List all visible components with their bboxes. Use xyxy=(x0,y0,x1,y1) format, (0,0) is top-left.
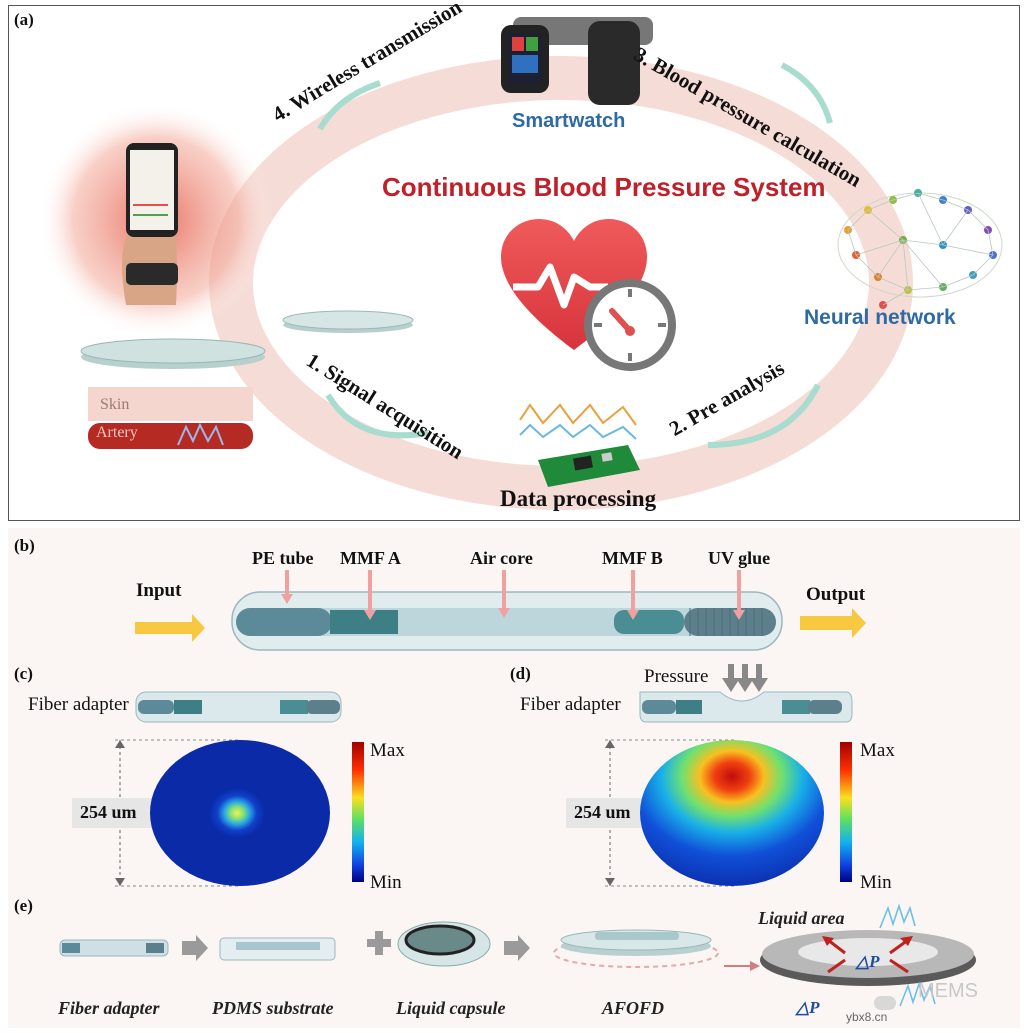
plus-icon xyxy=(367,931,391,955)
max-c-label: Max xyxy=(370,740,405,761)
pressure-label: Pressure xyxy=(644,666,709,687)
e-step-capsule: Liquid capsule xyxy=(396,998,506,1018)
wechat-icon xyxy=(874,996,896,1010)
cycle-arrow-3 xyxy=(780,62,833,124)
watermark-brand: MEMS xyxy=(918,980,978,1002)
neural-network-icon xyxy=(837,189,1003,309)
cycle-arrow-4 xyxy=(317,80,381,131)
smartwatch-label: Smartwatch xyxy=(512,110,626,132)
pressure-arrows xyxy=(722,664,768,692)
panel-a-label: (a) xyxy=(14,10,34,29)
mmf-a-label: MMF A xyxy=(340,548,401,568)
panel-c-label: (c) xyxy=(14,664,33,683)
fiber-adapter-d-label: Fiber adapter xyxy=(520,694,621,715)
data-processing-label: Data processing xyxy=(500,486,657,511)
size-box-d xyxy=(566,798,646,828)
panel-d-label: (d) xyxy=(510,664,531,683)
mmf-b xyxy=(614,610,684,634)
delta-p-bottom: △P xyxy=(796,998,820,1017)
delta-p-center: △P xyxy=(856,952,880,971)
min-c-label: Min xyxy=(370,872,402,893)
colorbar-c xyxy=(352,742,364,882)
fiber-adapter-d xyxy=(639,691,853,723)
fiber-adapter-c-label: Fiber adapter xyxy=(28,694,129,715)
cycle-arrow-1 xyxy=(325,393,429,439)
input-label: Input xyxy=(136,580,182,601)
size-c-label: 254 um xyxy=(80,802,137,822)
neural-network-label: Neural network xyxy=(804,306,956,329)
colorbar-d xyxy=(840,742,852,882)
mmf-a xyxy=(330,610,398,634)
air-core-label: Air core xyxy=(470,548,533,568)
cycle-arrow-2 xyxy=(707,383,821,448)
e-step-fiber-adapter: Fiber adapter xyxy=(58,998,160,1018)
panel-a-graphics xyxy=(38,17,1003,510)
uv-glue-label: UV glue xyxy=(708,548,771,568)
panels-bcde-graphics xyxy=(59,570,976,1007)
mode-field-d xyxy=(640,740,824,886)
wristband-icon xyxy=(126,263,178,285)
panel-b-label: (b) xyxy=(14,536,35,555)
waveform-blue xyxy=(519,423,637,440)
input-arrow xyxy=(135,614,205,642)
gauge-icon xyxy=(584,279,676,371)
output-arrow xyxy=(800,608,866,638)
mmf-b-label: MMF B xyxy=(602,548,663,568)
max-d-label: Max xyxy=(860,740,895,761)
panel-a xyxy=(8,5,1020,521)
waveform-orange xyxy=(519,403,637,426)
pe-tube-label: PE tube xyxy=(252,548,314,568)
artery-label: Artery xyxy=(96,424,138,441)
output-label: Output xyxy=(806,584,866,605)
e-step-afofd: AFOFD xyxy=(602,998,665,1018)
min-d-label: Min xyxy=(860,872,892,893)
fiber-adapter-c xyxy=(135,691,342,723)
skin-label: Skin xyxy=(100,396,130,413)
e-fiber-adapter xyxy=(59,939,169,957)
fiber-left xyxy=(236,608,332,636)
skin-layer xyxy=(88,387,253,421)
size-d-label: 254 um xyxy=(574,802,631,822)
system-title: Continuous Blood Pressure System xyxy=(382,172,826,202)
watermark-site: ybx8.cn xyxy=(846,1010,888,1024)
panel-e-label: (e) xyxy=(14,896,33,915)
artery-layer xyxy=(88,423,253,449)
e-step-pdms: PDMS substrate xyxy=(212,998,334,1018)
size-box-c xyxy=(72,798,152,828)
liquid-area-label: Liquid area xyxy=(758,908,845,928)
